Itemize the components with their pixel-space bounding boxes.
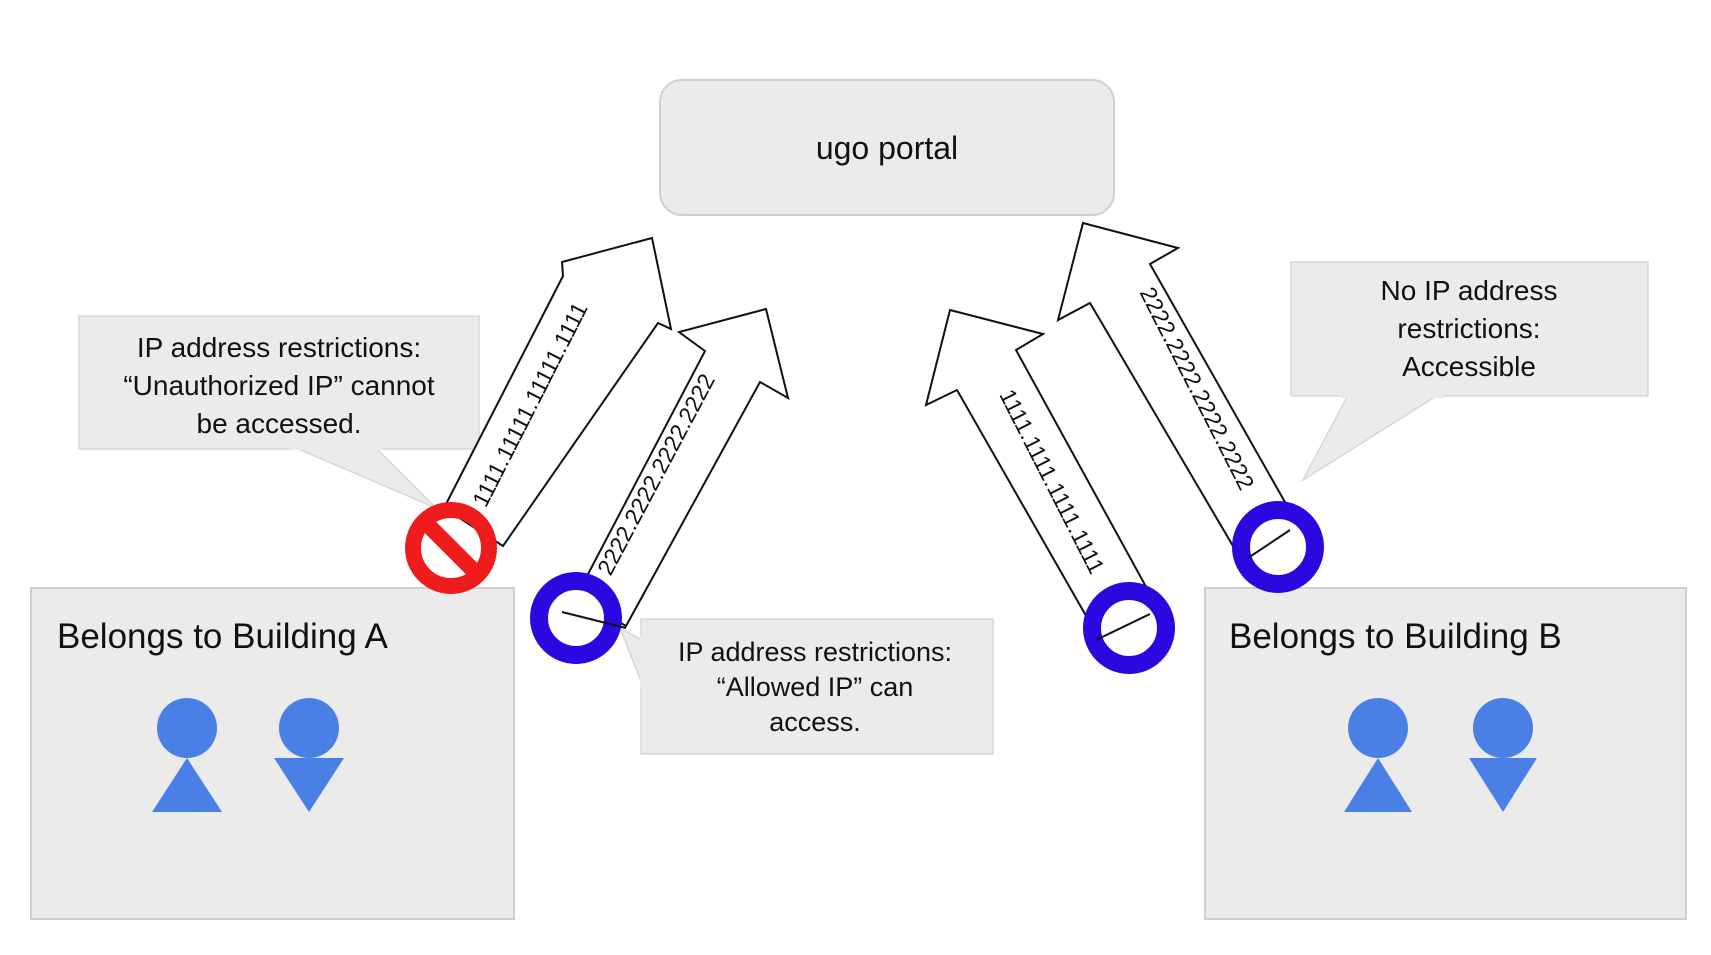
building-b-label: Belongs to Building B [1229,617,1562,656]
person-icon [1344,698,1412,812]
callout-allowed-line-3: access. [769,707,861,737]
callout-unrestricted: No IP address restrictions: Accessible [1290,261,1649,483]
prohibited-icon [405,502,497,594]
callout-unrestricted-line-3: Accessible [1402,351,1536,382]
building-b-box: Belongs to Building B [1204,587,1687,920]
ring-icon [1232,501,1324,593]
ring-icon [530,572,627,664]
callout-denied-line-3: be accessed. [197,408,362,439]
callout-denied-line-1: IP address restrictions: [137,332,421,363]
ring-icon [1083,582,1175,674]
building-a-label: Belongs to Building A [57,617,388,656]
callout-allowed-line-2: “Allowed IP” can [717,672,914,702]
callout-allowed-line-1: IP address restrictions: [678,637,952,667]
callout-unrestricted-line-2: restrictions: [1397,313,1540,344]
callout-restricted-denied: IP address restrictions: “Unauthorized I… [78,315,480,509]
arrow-b-first: 1111.1111.1111.1111 [924,308,1152,630]
callout-restricted-allowed: IP address restrictions: “Allowed IP” ca… [618,618,994,755]
person-icon [274,698,344,812]
person-icon [152,698,222,812]
person-icon [1469,698,1537,812]
callout-denied-line-2: “Unauthorized IP” cannot [123,370,435,401]
portal-box: ugo portal [659,79,1115,216]
callout-unrestricted-line-1: No IP address [1381,275,1558,306]
portal-label: ugo portal [816,130,958,166]
building-a-box: Belongs to Building A [30,587,515,920]
